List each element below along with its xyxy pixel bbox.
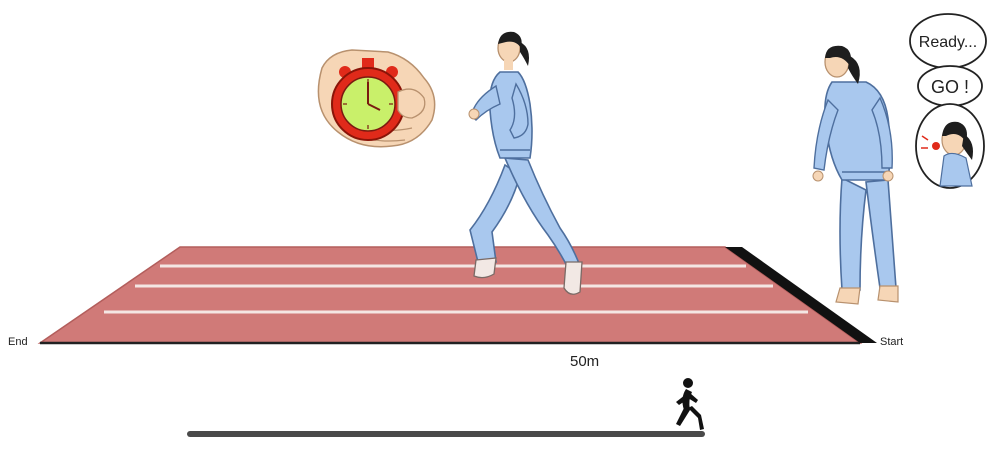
running-track	[40, 247, 877, 343]
ready-text: Ready...	[919, 34, 977, 51]
go-text: GO !	[931, 77, 969, 97]
stopwatch-icon	[318, 50, 434, 147]
end-label: End	[8, 336, 28, 348]
go-bubble: GO !	[918, 66, 982, 106]
track-surface	[40, 247, 860, 343]
runner-silhouette-icon	[676, 378, 704, 430]
ready-bubble: Ready...	[910, 14, 986, 68]
distance-label: 50m	[570, 353, 599, 370]
starter-figure	[813, 46, 898, 304]
whistle-bubble-icon	[916, 104, 984, 188]
start-label: Start	[880, 336, 903, 348]
